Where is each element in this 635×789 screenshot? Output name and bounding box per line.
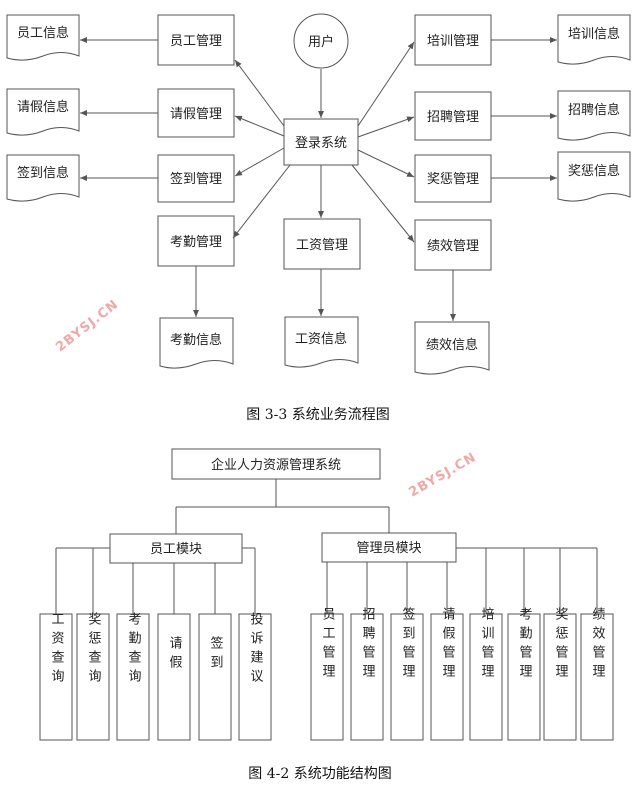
login-to-leave-arrow [234, 115, 285, 137]
doc-attendance: 考勤信息 [159, 317, 234, 369]
login-to-performance-arrow [351, 164, 415, 243]
login-label: 登录系统 [295, 136, 347, 151]
doc-leave: 请假信息 [6, 88, 80, 136]
doc-attendance-label: 考勤信息 [170, 332, 222, 348]
admin-child-5: 培训管理 [479, 606, 495, 683]
structure-caption: 图 4-2 系统功能结构图 [248, 766, 391, 782]
admin-children: 员工管理 招聘管理 签到管理 请假管理 培训管理 考勤管理 奖惩管理 绩效管理 [310, 548, 614, 741]
employee-module-label: 员工模块 [150, 542, 202, 557]
manager-reward-label: 奖惩管理 [427, 172, 479, 187]
manager-signin-label: 签到管理 [170, 171, 222, 187]
doc-reward-label: 奖惩信息 [568, 163, 620, 179]
admin-module-node: 管理员模块 [321, 532, 457, 563]
admin-child-7: 奖惩管理 [553, 607, 569, 683]
login-to-staff-arrow [234, 59, 285, 127]
manager-performance: 绩效管理 [414, 219, 492, 271]
admin-child-2: 招聘管理 [360, 607, 376, 683]
manager-salary-label: 工资管理 [296, 238, 348, 253]
employee-module-node: 员工模块 [109, 533, 243, 564]
doc-reward: 奖惩信息 [557, 151, 631, 202]
login-to-recruit-arrow [357, 116, 415, 138]
doc-signin: 签到信息 [6, 154, 80, 202]
login-to-attendance-arrow [232, 164, 291, 239]
manager-training-label: 培训管理 [427, 33, 479, 49]
manager-leave-label: 请假管理 [170, 107, 222, 122]
watermark-2: 2BYSJ.CN [407, 450, 480, 501]
root-label: 企业人力资源管理系统 [211, 457, 341, 473]
admin-child-6: 考勤管理 [517, 607, 533, 683]
doc-recruit-label: 招聘信息 [568, 102, 620, 118]
user-node: 用户 [293, 13, 349, 69]
doc-staff-label: 员工信息 [17, 25, 69, 41]
admin-child-8: 绩效管理 [590, 607, 606, 683]
manager-attendance: 考勤管理 [157, 215, 235, 267]
login-to-reward-arrow [357, 149, 415, 178]
admin-child-3: 签到管理 [400, 606, 416, 683]
manager-performance-label: 绩效管理 [427, 239, 479, 254]
manager-staff-label: 员工管理 [170, 34, 222, 49]
doc-training: 培训信息 [557, 14, 631, 65]
employee-child-6: 投诉建议 [248, 611, 264, 688]
doc-recruit: 招聘信息 [557, 90, 631, 141]
flow-caption: 图 3-3 系统业务流程图 [246, 407, 389, 423]
doc-training-label: 培训信息 [568, 26, 620, 42]
user-label: 用户 [308, 34, 334, 50]
watermark-1: 2BYSJ.CN [53, 297, 122, 355]
admin-child-4: 请假管理 [440, 607, 456, 683]
root-node: 企业人力资源管理系统 [171, 448, 381, 480]
doc-performance-label: 绩效信息 [426, 337, 478, 353]
manager-recruit-label: 招聘管理 [427, 110, 479, 125]
employee-child-4: 请假 [167, 636, 183, 674]
employee-child-3: 考勤查询 [126, 612, 142, 688]
employee-child-5: 签到 [208, 635, 224, 674]
manager-attendance-label: 考勤管理 [170, 235, 222, 250]
flow-diagram: 用户 登录系统 员工管理 请假管理 签到管理 考勤管理 工资管理 [6, 13, 631, 423]
doc-salary: 工资信息 [284, 316, 359, 368]
login-to-signin-arrow [234, 147, 285, 177]
doc-salary-label: 工资信息 [295, 331, 347, 347]
login-node: 登录系统 [283, 118, 359, 166]
doc-performance: 绩效信息 [414, 321, 490, 375]
employee-child-2: 奖惩查询 [86, 612, 102, 688]
employee-children: 工资查询 奖惩查询 考勤查询 请假 签到 投诉建议 [39, 548, 272, 741]
manager-recruit: 招聘管理 [414, 91, 492, 141]
doc-staff: 员工信息 [6, 14, 80, 61]
login-to-training-arrow [357, 41, 415, 127]
structure-diagram: 企业人力资源管理系统 员工模块 管理员模块 工资查询 奖惩查询 考勤查询 [39, 448, 614, 782]
admin-module-label: 管理员模块 [356, 541, 421, 556]
admin-child-1: 员工管理 [320, 607, 336, 683]
doc-signin-label: 签到信息 [17, 165, 69, 181]
doc-leave-label: 请假信息 [17, 99, 69, 115]
manager-salary: 工资管理 [283, 218, 361, 270]
manager-reward: 奖惩管理 [414, 154, 492, 203]
manager-staff: 员工管理 [157, 14, 235, 66]
employee-child-1: 工资查询 [49, 612, 65, 688]
manager-leave: 请假管理 [157, 88, 235, 138]
manager-training: 培训管理 [414, 14, 492, 66]
manager-signin: 签到管理 [157, 154, 235, 203]
